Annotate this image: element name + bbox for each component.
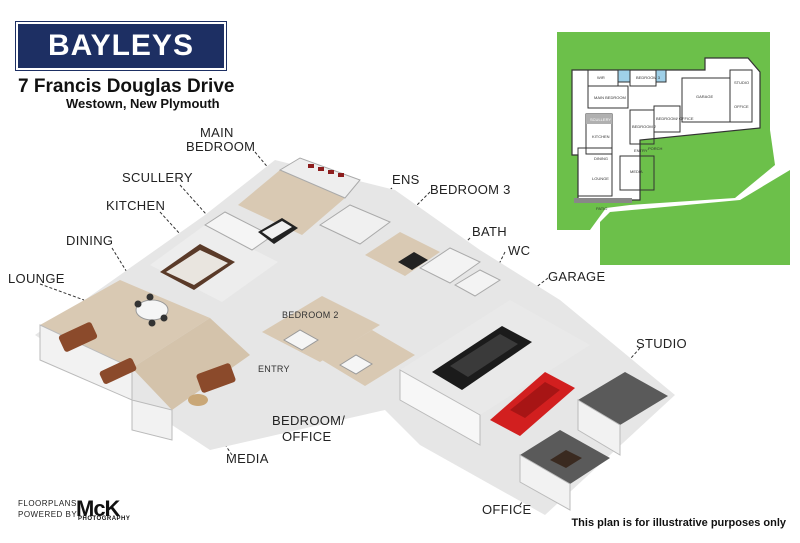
site-patio-label: PATIO — [596, 206, 607, 211]
site-kitchen-label: KITCHEN — [592, 134, 610, 139]
lounge-floor — [40, 280, 210, 368]
label-main: MAIN — [200, 125, 234, 140]
label-ens: ENS — [392, 172, 420, 187]
label-bedroom-office-1: BEDROOM/ — [272, 413, 346, 428]
site-entry-label: ENTRY — [634, 148, 648, 153]
site-main-bedroom-label: MAIN BEDROOM — [594, 95, 626, 100]
mck-logo-sub: PHOTOGRAPHY — [78, 516, 131, 522]
site-scullery-label: SCULLERY — [590, 117, 611, 122]
main-bedroom-floor — [238, 170, 345, 235]
media-floor — [132, 318, 250, 410]
sofa-lounge-2 — [99, 358, 137, 384]
site-porch-label: PORCH — [648, 146, 663, 151]
site-bedroom2-label: BEDROOM 2 — [632, 124, 657, 129]
label-bedroom3: BEDROOM 3 — [430, 182, 511, 197]
site-office-label: OFFICE — [734, 104, 749, 109]
bedroom3-floor — [365, 232, 440, 276]
site-bedroom-office-label: BEDROOM/ OFFICE — [656, 116, 694, 121]
credit-line1: FLOORPLANS — [18, 499, 77, 508]
site-dining-label: DINING — [594, 156, 608, 161]
label-scullery: SCULLERY — [122, 170, 193, 185]
sofa-media — [196, 363, 236, 393]
wc-floor — [453, 269, 502, 297]
bath-floor — [419, 247, 481, 284]
label-main-bedroom: BEDROOM — [186, 139, 256, 154]
sofa-lounge — [58, 322, 98, 352]
label-bath: BATH — [472, 224, 507, 239]
logo-text: BAYLEYS — [48, 29, 194, 62]
label-lounge: LOUNGE — [8, 271, 65, 286]
label-bedroom2: BEDROOM 2 — [282, 310, 339, 320]
mck-logo: McK — [76, 496, 120, 521]
site-plan-thumbnail: WIR BEDROOM 3 MAIN BEDROOM GARAGE STUDIO… — [557, 32, 790, 265]
site-lounge-label: LOUNGE — [592, 176, 609, 181]
label-dining: DINING — [66, 233, 114, 248]
bayleys-logo: BAYLEYS — [18, 24, 224, 68]
site-studio-label: STUDIO — [734, 80, 749, 85]
ensuite-floor — [318, 204, 392, 245]
studio-floor — [578, 372, 668, 425]
label-office: OFFICE — [482, 502, 532, 517]
site-garage-label: GARAGE — [696, 94, 713, 99]
disclaimer: This plan is for illustrative purposes o… — [571, 517, 786, 529]
label-entry: ENTRY — [258, 364, 290, 374]
credit-line2: POWERED BY — [18, 510, 78, 519]
label-wc: WC — [508, 243, 531, 258]
bedroom2-floor — [262, 296, 380, 362]
label-kitchen: KITCHEN — [106, 198, 166, 213]
address-line2: Westown, New Plymouth — [66, 96, 220, 111]
label-studio: STUDIO — [636, 336, 687, 351]
site-bedroom3-label: BEDROOM 3 — [636, 75, 661, 80]
address-line1: 7 Francis Douglas Drive — [18, 76, 235, 97]
site-media-label: MEDIA — [630, 169, 643, 174]
bedroom-office-floor — [322, 330, 415, 386]
label-media: MEDIA — [226, 451, 269, 466]
label-bedroom-office-2: OFFICE — [282, 429, 332, 444]
credit-text: FLOORPLANS POWERED BY — [18, 498, 77, 520]
label-garage: GARAGE — [548, 269, 606, 284]
site-wir-label: WIR — [597, 75, 605, 80]
